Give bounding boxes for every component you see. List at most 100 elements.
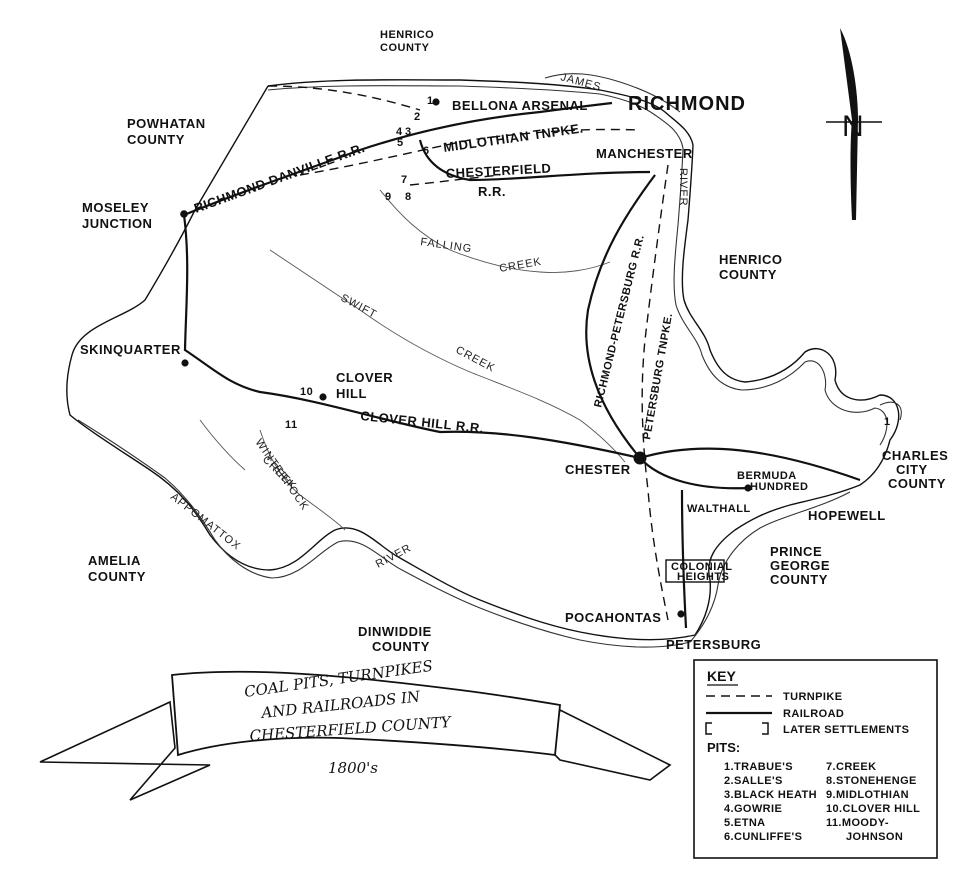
james-label: JAMES <box>559 71 602 93</box>
settlement-dots <box>180 98 752 618</box>
clover-hill-rr-label: CLOVER HILL R.R. <box>360 408 485 436</box>
key-pit-6: 6.CUNLIFFE'S <box>724 831 802 843</box>
petersburg-label: PETERSBURG <box>666 637 761 652</box>
creeks <box>199 189 626 531</box>
chesterfield-rr-label: R.R. <box>478 184 506 199</box>
pit-9-label: 9 <box>385 191 392 203</box>
amelia-label-2: COUNTY <box>88 569 146 584</box>
compass-n-label: N <box>842 110 864 143</box>
key-pit-2: 2.SALLE'S <box>724 775 783 787</box>
prince-george-label-2: GEORGE <box>770 558 830 573</box>
charles-city-label-2: CITY <box>896 462 928 477</box>
chester-east-railroad <box>639 447 861 482</box>
colonial-label-1: COLONIAL <box>671 561 732 573</box>
richmond-danville-railroad <box>183 101 613 217</box>
bellona-label: BELLONA ARSENAL <box>452 98 588 113</box>
pit-11-label: 11 <box>285 419 298 431</box>
swift-label: SWIFT <box>339 292 379 321</box>
richmond-danville-label: RICHMOND DANVILLE R.R. <box>192 140 367 216</box>
colonial-label-2: HEIGHTS <box>677 571 729 583</box>
key-pits-title: PITS: <box>707 740 740 755</box>
skinquarter-dot <box>181 359 189 367</box>
pit-6-label: 6 <box>423 145 430 157</box>
key-pit-3: 3.BLACK HEATH <box>724 789 817 801</box>
clover-hill-label-2: HILL <box>336 386 367 401</box>
colonial-heights-box <box>665 559 725 583</box>
river-east-label: RIVER <box>677 168 689 207</box>
north-arrow-icon: N <box>826 28 882 220</box>
key-pit-9: 9.MIDLOTHIAN <box>826 789 909 801</box>
midlothian-turnpike <box>299 128 641 176</box>
moseley-dot <box>180 210 188 218</box>
key-pit-10: 10.CLOVER HILL <box>826 803 920 815</box>
key-bracket-icon <box>705 722 769 735</box>
chester-label: CHESTER <box>565 462 631 477</box>
pit-8-label: 8 <box>405 191 412 203</box>
dinwiddie-label-1: DINWIDDIE <box>358 624 432 639</box>
pit-1-label: 1 <box>427 95 434 107</box>
key-railroad-label: RAILROAD <box>783 708 844 720</box>
title-banner: COAL PITS, TURNPIKES AND RAILROADS IN CH… <box>39 657 672 801</box>
moseley-label-1: MOSELEY <box>82 200 149 215</box>
pit-5-label: 5 <box>397 137 404 149</box>
henrico-east-label-1: HENRICO <box>719 252 782 267</box>
bellona-dot <box>432 98 440 106</box>
swift-creek-label: CREEK <box>454 344 498 375</box>
swift-creek <box>269 249 626 463</box>
appomattox-label: APPOMATTOX <box>168 491 243 553</box>
railroads <box>182 101 861 629</box>
bermuda-label-2: HUNDRED <box>750 481 809 493</box>
winterpock-branch <box>199 419 246 471</box>
chesterfield-label: CHESTERFIELD <box>445 160 551 181</box>
henrico-north-label-1: HENRICO <box>380 29 434 41</box>
powhatan-label-2: COUNTY <box>127 132 185 147</box>
falling-label: FALLING <box>420 236 473 255</box>
petersburg-turnpike <box>641 164 669 621</box>
rich-pete-rr-label: RICHMOND-PETERSBURG R.R. <box>592 233 647 408</box>
pit-7-label: 7 <box>401 174 408 186</box>
falling-creek <box>379 189 611 273</box>
banner-year: 1800's <box>328 759 378 777</box>
prince-george-label-3: COUNTY <box>770 572 828 587</box>
key-pit-7: 7.CREEK <box>826 761 876 773</box>
chesterfield-railroad <box>418 139 651 182</box>
amelia-label-1: AMELIA <box>88 553 141 568</box>
key-title: KEY <box>707 668 736 684</box>
chester-petersburg-railroad <box>680 489 688 629</box>
manchester-label: MANCHESTER <box>596 146 693 161</box>
prince-george-label-1: PRINCE <box>770 544 822 559</box>
turnpikes <box>267 85 669 621</box>
henrico-east-label-2: COUNTY <box>719 267 777 282</box>
key-pit-4: 4.GOWRIE <box>724 803 782 815</box>
hopewell-label: HOPEWELL <box>808 508 886 523</box>
bermuda-label-1: BERMUDA <box>737 470 797 482</box>
key-pit-11: 11.MOODY- <box>826 817 889 829</box>
clover-hill-railroad <box>182 214 641 460</box>
key-pit-8: 8.STONEHENGE <box>826 775 917 787</box>
moseley-label-2: JUNCTION <box>82 216 152 231</box>
county-boundary <box>66 79 900 641</box>
clover-hill-label-1: CLOVER <box>336 370 393 385</box>
map-key: KEY TURNPIKE RAILROAD LATER SETTLEMENTS … <box>693 659 938 859</box>
pit-10-label: 10 <box>300 386 313 398</box>
river-island-label: 1 <box>884 416 891 428</box>
pocahontas-dot <box>677 610 685 618</box>
richmond-turnpike-north <box>267 85 421 111</box>
appomattox-river <box>77 419 851 648</box>
charles-city-label-3: COUNTY <box>888 476 946 491</box>
dinwiddie-label-2: COUNTY <box>372 639 430 654</box>
key-later-label: LATER SETTLEMENTS <box>783 724 909 736</box>
key-pit-1: 1.TRABUE'S <box>724 761 793 773</box>
powhatan-label-1: POWHATAN <box>127 116 206 131</box>
bermuda-dot <box>744 484 752 492</box>
charles-city-label-1: CHARLES <box>882 448 948 463</box>
chester-dot <box>633 451 647 465</box>
clover-hill-dot <box>319 393 327 401</box>
midlothian-label: MIDLOTHIAN TNPKE. <box>442 120 584 155</box>
henrico-north-label-2: COUNTY <box>380 42 430 54</box>
pit-2-label: 2 <box>414 111 421 123</box>
pocahontas-label: POCAHONTAS <box>565 610 661 625</box>
pit-4-label: 4 <box>396 126 403 138</box>
chesterfield-loop <box>409 174 501 186</box>
